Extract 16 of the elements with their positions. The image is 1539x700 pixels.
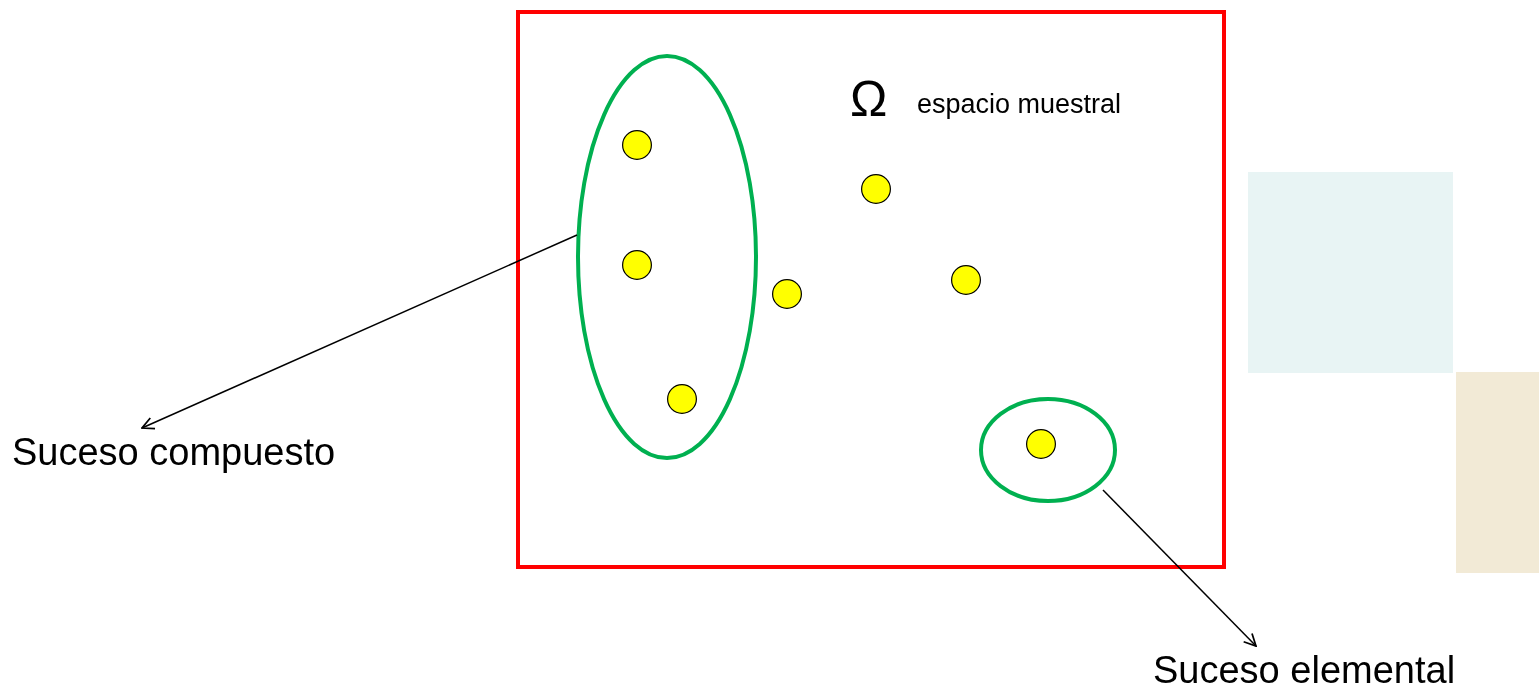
outcome-dot [951, 265, 981, 295]
leader-arrow [1102, 489, 1257, 647]
omega-symbol: Ω [850, 72, 888, 127]
leader-arrow [141, 234, 578, 430]
outcome-dot [667, 384, 697, 414]
outcome-dot [622, 130, 652, 160]
outcome-dot [1026, 429, 1056, 459]
event-label: Suceso compuesto [12, 432, 336, 474]
outcome-dot [622, 250, 652, 280]
sample-space-label: espacio muestral [917, 90, 1122, 120]
outcome-dot [861, 174, 891, 204]
sample-space-box [516, 10, 1226, 569]
event-ellipse [576, 54, 758, 460]
outcome-dot [772, 279, 802, 309]
event-ellipse [979, 397, 1117, 503]
event-label: Suceso elemental [1153, 650, 1456, 692]
